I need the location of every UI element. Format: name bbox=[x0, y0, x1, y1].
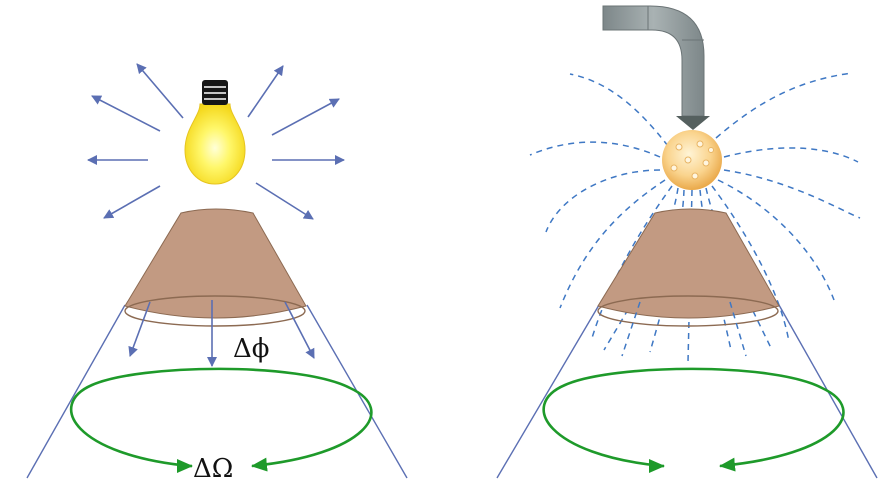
field-line bbox=[559, 179, 666, 309]
field-line bbox=[569, 73, 669, 147]
field-line bbox=[621, 301, 641, 357]
right-panel bbox=[496, 5, 878, 479]
ray bbox=[247, 65, 284, 118]
pipe-icon bbox=[602, 5, 710, 130]
solid-angle-label: ΔΩ bbox=[193, 454, 233, 484]
flux-ray bbox=[284, 301, 315, 359]
field-line bbox=[729, 301, 747, 357]
field-line bbox=[723, 169, 861, 219]
solid-angle-loop bbox=[542, 367, 845, 473]
light-bulb-icon bbox=[184, 80, 246, 185]
flux-rays bbox=[128, 300, 315, 367]
bulb-rays bbox=[87, 63, 345, 220]
field-line bbox=[723, 147, 859, 163]
cone-line-left bbox=[496, 304, 600, 479]
flux-ray bbox=[128, 301, 151, 357]
flux-label: Δϕ bbox=[233, 334, 270, 364]
ray bbox=[91, 95, 161, 132]
lamp-shade bbox=[124, 208, 307, 327]
lamp-shade bbox=[597, 208, 780, 327]
solid-angle-loop bbox=[70, 367, 373, 473]
field-line bbox=[715, 72, 853, 139]
source-sphere-icon bbox=[662, 130, 722, 190]
ray bbox=[271, 98, 340, 136]
ray bbox=[103, 185, 161, 219]
ray bbox=[136, 63, 184, 119]
field-line bbox=[529, 141, 661, 158]
ray bbox=[255, 182, 314, 220]
left-panel: Δϕ ΔΩ bbox=[26, 63, 408, 484]
field-line bbox=[545, 169, 661, 233]
cone-line-left bbox=[26, 304, 126, 479]
field-line bbox=[687, 189, 693, 363]
field-line bbox=[711, 185, 790, 343]
